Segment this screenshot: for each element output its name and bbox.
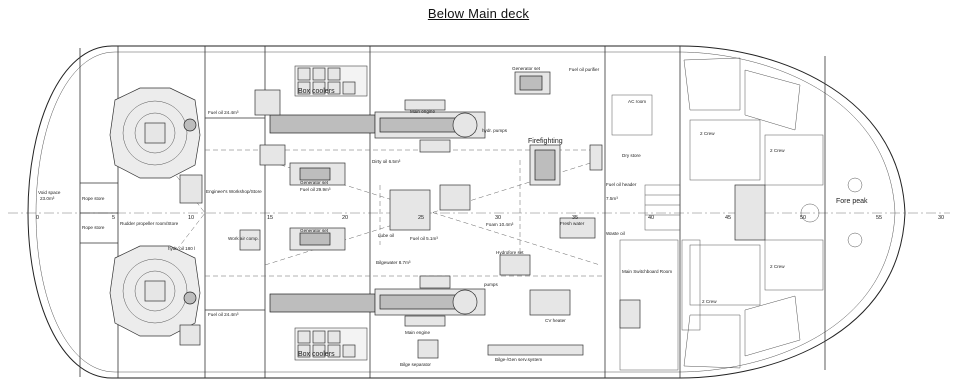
label-crew-2: 2 Crew (770, 148, 785, 153)
label-fuel-oil-bottom: Fuel oil 24.4m³ (208, 312, 239, 317)
label-fuel-oil-header: Fuel oil header (606, 182, 637, 187)
label-hydrofore: Hydrofore set (496, 250, 524, 255)
hull-outline (27, 45, 906, 379)
label-rudder-room: Rudder propeller room/Store (120, 221, 179, 226)
tick-label: 35 (572, 215, 578, 221)
tick-label: 25 (418, 215, 424, 221)
hull-inner-outline (35, 51, 896, 373)
label-generator-set-low: Generator set (300, 228, 329, 233)
frame-scale: 0 5 10 15 20 25 30 35 40 45 50 55 30 (36, 215, 944, 221)
tick-label: 45 (725, 215, 731, 221)
tick-label: 30 (938, 215, 944, 221)
label-main-engine-top: Main engine (410, 109, 435, 114)
box-coolers-bottom (294, 327, 368, 361)
label-dry-store: Dry store (622, 153, 641, 158)
workshop-area (179, 89, 286, 346)
tick-label: 0 (36, 215, 39, 221)
label-hydr-oil: hydr. oil 180 l (168, 246, 195, 251)
label-dirty-oil: Dirty oil 6.5m³ (372, 159, 401, 164)
label-bilge-gen: Bilge-/Gen serv.system (495, 357, 542, 362)
label-box-coolers-bottom: Box coolers (298, 351, 335, 358)
crew-cabins (683, 57, 863, 369)
label-work-air-comp: Work air comp. (228, 236, 259, 241)
label-crew-1: 2 Crew (700, 131, 715, 136)
generator-sets (289, 71, 551, 251)
label-foam: Foam 10.4m³ (486, 222, 514, 227)
label-main-engine-bottom: Main engine (405, 330, 430, 335)
rudder-propeller-top (109, 87, 201, 179)
label-box-coolers-top: Box coolers (298, 88, 335, 95)
tick-label: 55 (876, 215, 882, 221)
page-title: Below Main deck (427, 6, 530, 21)
label-generator-set-top: Generator set (512, 66, 541, 71)
label-fuel-oil-small: Fuel oil 5.1m³ (410, 236, 438, 241)
switchboard-area (589, 94, 701, 371)
label-firefighting: Firefighting (528, 138, 563, 145)
label-lube-oil: Lube oil (378, 233, 394, 238)
main-engine-top (269, 99, 486, 153)
label-rope-store-bottom: Rope store (82, 225, 105, 230)
label-cv-heater: CV heater (545, 318, 566, 323)
label-header-volume: 7.5m³ (606, 196, 618, 201)
label-void-volume: 23.0m³ (40, 196, 55, 201)
tick-label: 50 (800, 215, 806, 221)
label-fore-peak: Fore peak (836, 198, 868, 205)
firefighting-pumps (417, 144, 596, 359)
label-waste-oil: Waste oil (606, 231, 625, 236)
main-engine-bottom (269, 275, 486, 327)
label-fuel-oil-purifier: Fuel oil purifier (569, 67, 600, 72)
label-bilge-separator: Bilge separator (400, 362, 431, 367)
label-fuel-oil-mid: Fuel oil 29.9m³ (300, 187, 331, 192)
label-crew-4: 2 Crew (702, 299, 717, 304)
room-labels: Void space 23.0m³ Rope store Rope store … (38, 66, 868, 367)
label-crew-3: 2 Crew (770, 264, 785, 269)
label-rope-store-top: Rope store (82, 196, 105, 201)
label-ac-room: AC room (628, 99, 646, 104)
tick-label: 40 (648, 215, 654, 221)
tick-label: 20 (342, 215, 348, 221)
label-fuel-oil-top: Fuel oil 24.4m³ (208, 110, 239, 115)
label-engineers-workshop: Engineer's Workshop/Store (206, 189, 262, 194)
label-main-switchboard: Main Switchboard Room (622, 269, 672, 274)
label-void-space: Void space (38, 190, 61, 195)
box-coolers-top (294, 65, 368, 97)
label-bilgewater: Bilgewater 8.7m³ (376, 260, 411, 265)
label-fresh-water: Fresh water (560, 221, 585, 226)
tick-label: 5 (112, 215, 115, 221)
tick-label: 10 (188, 215, 194, 221)
label-generator-set-mid: Generator set (300, 180, 329, 185)
label-hydr-pumps-top: hydr. pumps (482, 128, 508, 133)
tick-label: 30 (495, 215, 501, 221)
rudder-propeller-bottom (109, 245, 201, 337)
label-hydr-pumps-bottom: pumps (484, 282, 498, 287)
tick-label: 15 (267, 215, 273, 221)
